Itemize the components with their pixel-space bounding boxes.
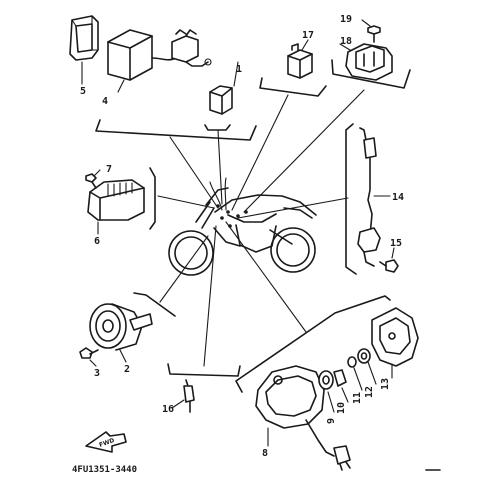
bracket-top-right: [259, 59, 411, 97]
part-12-oring: [357, 348, 377, 385]
callout-3: 3: [94, 368, 100, 379]
callout-12: 12: [364, 386, 375, 398]
callout-15: 15: [390, 238, 402, 249]
callout-7: 7: [106, 164, 112, 175]
callout-18: 18: [340, 36, 352, 47]
callout-4: 4: [102, 96, 108, 107]
part-19-bolt: [361, 19, 381, 43]
callout-9: 9: [326, 418, 337, 424]
callout-5: 5: [80, 86, 86, 97]
part-18-starter-relay: [339, 43, 393, 81]
part-3-bolt: [79, 347, 99, 367]
part-16-sensor: [171, 379, 195, 413]
callout-17: 17: [302, 30, 314, 41]
part-4-control-unit: [107, 29, 212, 93]
callout-6: 6: [94, 236, 100, 247]
bracket-bottom-right: [235, 295, 391, 393]
part-17-flasher: [287, 39, 313, 79]
bracket-horn: [133, 292, 176, 317]
callout-2: 2: [124, 364, 130, 375]
part-8-switch-assembly: [255, 365, 351, 471]
bracket-right-vertical: [345, 123, 357, 275]
callout-10: 10: [336, 402, 347, 414]
forward-label: FWD: [98, 437, 115, 449]
part-6-regulator: [87, 179, 145, 235]
drawing-code: 4FU1351-3440: [72, 465, 137, 475]
part-11-washer: [347, 356, 363, 391]
motorcycle-outline: [168, 177, 317, 276]
callout-1: 1: [236, 64, 242, 75]
part-7-bolt: [85, 169, 101, 189]
bracket-part-1: [204, 124, 231, 131]
part-10-spacer: [333, 369, 349, 403]
callout-19: 19: [340, 14, 352, 25]
part-9-rotor: [318, 370, 335, 413]
part-5-cover: [69, 15, 99, 85]
bracket-left-middle: [149, 167, 156, 230]
part-13-cover: [371, 307, 419, 379]
bracket-bottom-middle: [167, 363, 241, 377]
part-15-screw: [379, 247, 399, 273]
callout-16: 16: [162, 404, 174, 415]
callout-numbers: 5 4 1 17 18 19 7 6 14 15 2 3 16 8 9 10 1…: [80, 14, 404, 459]
callout-14: 14: [392, 192, 404, 203]
bracket-top-left: [95, 119, 257, 141]
callout-8: 8: [262, 448, 268, 459]
part-2-horn: [89, 303, 153, 363]
part-1-relay: [209, 61, 239, 115]
callout-13: 13: [380, 378, 391, 390]
callout-11: 11: [352, 392, 363, 404]
part-14-cable: [357, 127, 391, 267]
forward-arrow-icon: FWD: [85, 431, 127, 453]
leader-lines: [157, 89, 365, 367]
